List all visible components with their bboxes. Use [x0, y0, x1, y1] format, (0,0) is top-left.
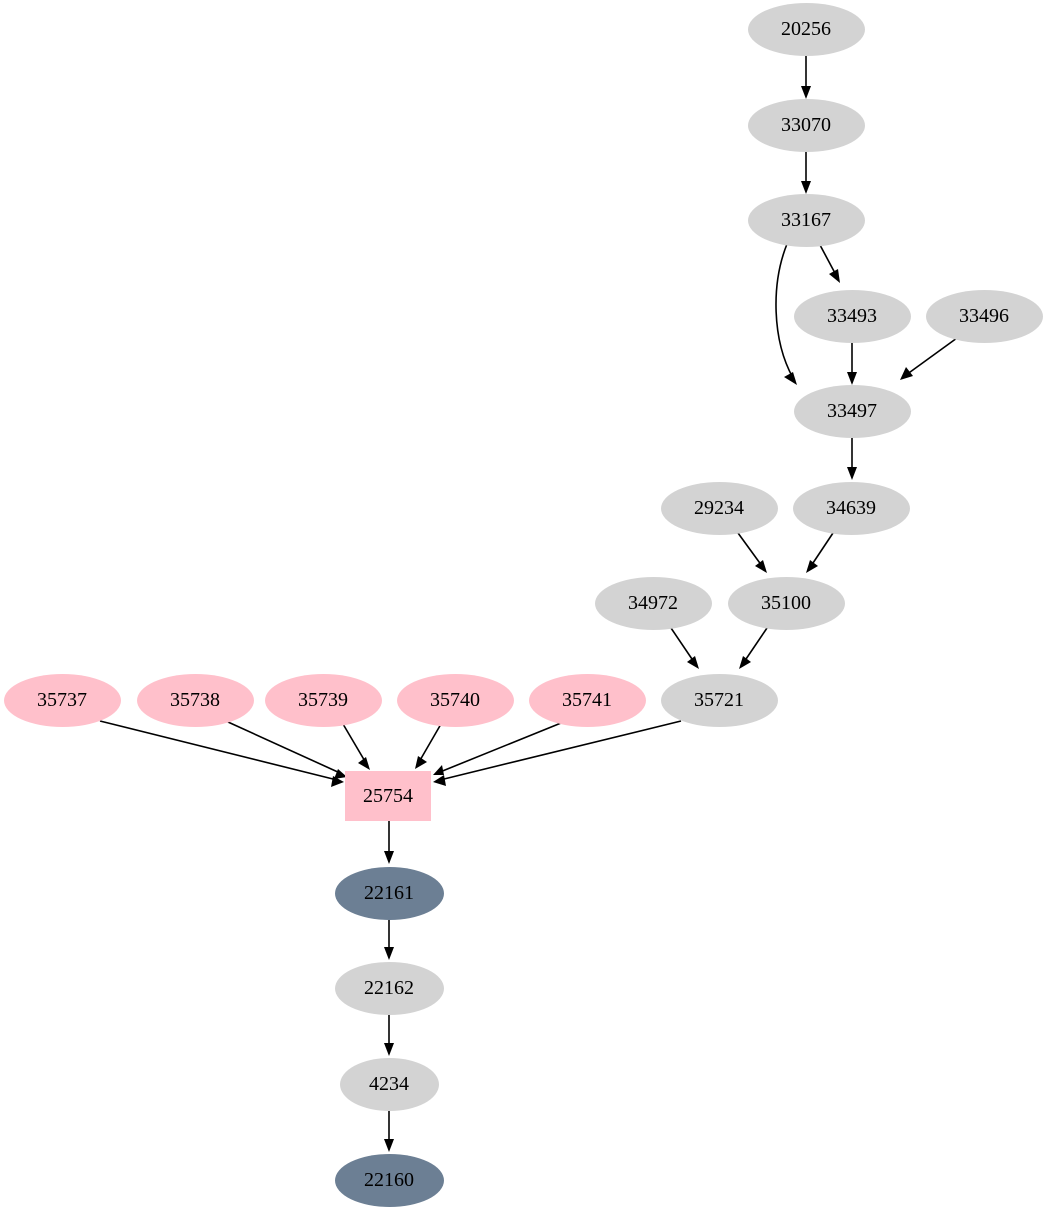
- graph-node-label: 33167: [781, 209, 831, 231]
- graph-node-label: 33070: [781, 114, 831, 136]
- graph-edge: [737, 532, 767, 573]
- graph-edge: [384, 821, 394, 864]
- edge-line: [418, 723, 442, 763]
- graph-edge: [384, 1015, 394, 1056]
- graph-node-33493[interactable]: 33493: [793, 289, 911, 343]
- edge-line: [439, 720, 567, 773]
- graph-edge: [806, 532, 834, 573]
- graph-node-35740[interactable]: 35740: [396, 673, 514, 727]
- graph-node-22160[interactable]: 22160: [334, 1153, 444, 1207]
- graph-edge: [227, 721, 347, 779]
- graph-node-label: 33497: [827, 400, 877, 422]
- graph-node-35737[interactable]: 35737: [3, 673, 121, 727]
- edge-line: [810, 532, 834, 567]
- edge-arrowhead: [687, 656, 699, 669]
- graph-node-35739[interactable]: 35739: [264, 673, 382, 727]
- graph-edge: [801, 152, 811, 194]
- edge-line: [737, 532, 763, 567]
- graph-node-35721[interactable]: 35721: [660, 673, 778, 727]
- graph-node-label: 22162: [364, 977, 414, 999]
- graph-edge: [99, 720, 344, 787]
- graph-node-label: 25754: [363, 785, 413, 807]
- graph-edge: [384, 920, 394, 960]
- graph-edge: [433, 720, 567, 775]
- graph-node-label: 29234: [694, 497, 744, 519]
- graph-node-label: 33496: [959, 305, 1009, 327]
- edge-line: [227, 721, 341, 774]
- graph-node-label: 35721: [694, 689, 744, 711]
- graph-node-33070[interactable]: 33070: [747, 98, 865, 152]
- graph-node-label: 33493: [827, 305, 877, 327]
- graph-node-label: 35739: [298, 689, 348, 711]
- edge-arrowhead: [384, 947, 394, 960]
- edge-arrowhead: [801, 181, 811, 194]
- graph-node-label: 4234: [369, 1073, 409, 1095]
- graph-edge: [847, 438, 857, 480]
- graph-node-label: 35737: [37, 689, 87, 711]
- graph-node-label: 20256: [781, 18, 831, 40]
- graph-node-25754[interactable]: 25754: [345, 771, 431, 821]
- graph-edge: [415, 723, 442, 769]
- graph-node-label: 22160: [364, 1169, 414, 1191]
- edge-arrowhead: [415, 756, 427, 769]
- edge-arrowhead: [433, 765, 444, 775]
- edge-arrowhead: [739, 656, 751, 669]
- graph-edge: [819, 244, 840, 283]
- edge-arrowhead: [900, 367, 913, 380]
- graph-edge: [384, 1111, 394, 1152]
- graph-node-35738[interactable]: 35738: [136, 673, 254, 727]
- edge-arrowhead: [334, 769, 347, 779]
- edge-arrowhead: [433, 775, 446, 786]
- edge-line: [342, 723, 367, 764]
- graph-node-22161[interactable]: 22161: [334, 866, 444, 920]
- edge-arrowhead: [784, 372, 797, 385]
- edge-arrowhead: [384, 1139, 394, 1152]
- graph-edge: [775, 243, 797, 385]
- edge-line: [905, 337, 958, 376]
- edge-arrowhead: [358, 757, 370, 770]
- graph-node-label: 35100: [761, 592, 811, 614]
- graph-node-label: 22161: [364, 882, 414, 904]
- graph-edge: [433, 720, 682, 786]
- graph-node-label: 35741: [562, 689, 612, 711]
- graph-edge: [739, 627, 768, 669]
- edge-line: [99, 720, 338, 781]
- edge-arrowhead: [847, 467, 857, 480]
- edge-line: [775, 243, 794, 379]
- edge-arrowhead: [755, 560, 767, 573]
- graph-edge: [342, 723, 370, 770]
- graph-edge: [847, 343, 857, 385]
- edge-arrowhead: [384, 851, 394, 864]
- graph-node-20256[interactable]: 20256: [747, 2, 865, 56]
- graph-node-label: 35738: [170, 689, 220, 711]
- graph-node-label: 35740: [430, 689, 480, 711]
- edge-arrowhead: [847, 372, 857, 385]
- edge-arrowhead: [801, 86, 811, 99]
- graph-node-33497[interactable]: 33497: [793, 384, 911, 438]
- graph-node-4234[interactable]: 4234: [339, 1057, 439, 1111]
- graph-edge: [900, 337, 958, 380]
- graph-edge: [670, 627, 699, 669]
- graph-node-label: 34972: [628, 592, 678, 614]
- edge-arrowhead: [384, 1043, 394, 1056]
- graph-edge: [801, 56, 811, 99]
- edge-line: [670, 627, 695, 663]
- graph-node-35100[interactable]: 35100: [727, 576, 845, 630]
- graph-node-34972[interactable]: 34972: [594, 576, 712, 630]
- graph-node-33496[interactable]: 33496: [925, 289, 1043, 343]
- edge-line: [743, 627, 768, 663]
- graph-node-33167[interactable]: 33167: [747, 193, 865, 247]
- graph-node-34639[interactable]: 34639: [792, 481, 910, 535]
- graph-node-35741[interactable]: 35741: [528, 673, 646, 727]
- edge-line: [439, 720, 682, 781]
- graph-node-label: 34639: [826, 497, 876, 519]
- edge-arrowhead: [806, 560, 818, 573]
- graph-node-22162[interactable]: 22162: [334, 961, 444, 1015]
- edge-line: [819, 244, 837, 276]
- edge-arrowhead: [829, 269, 840, 283]
- graph-node-29234[interactable]: 29234: [660, 481, 778, 535]
